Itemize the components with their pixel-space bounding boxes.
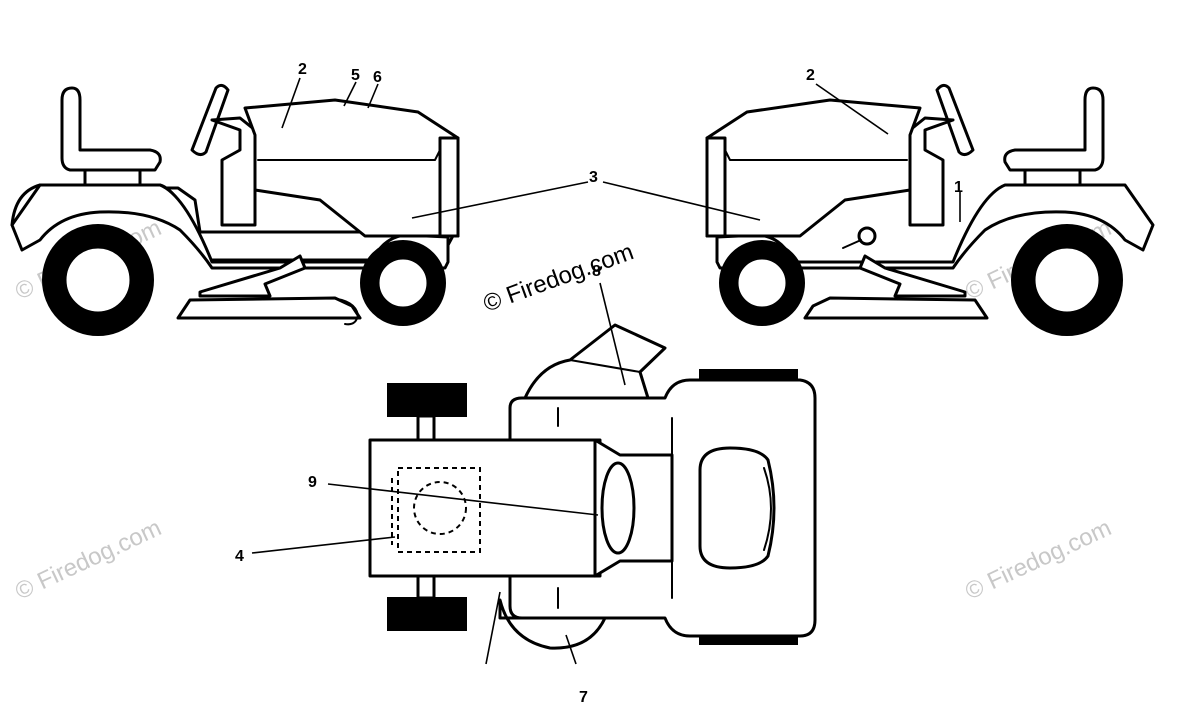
left-deck-chute [329,297,359,326]
right-front-hub [735,256,789,310]
callout-5: 5 [351,67,360,84]
left-seat [60,86,162,172]
watermark-left-low: © Firedog.com [11,514,165,605]
leader-7a [485,591,501,665]
right-tractor-chassis [715,183,1155,270]
top-seat [698,446,776,570]
right-side-tractor [705,83,1155,336]
leader-lines [251,77,961,665]
top-front-axle-lower [416,574,436,600]
left-steering-wheel [190,83,230,157]
callout-2-left: 2 [298,61,307,78]
left-side-tractor [10,83,460,336]
callout-4: 4 [235,548,244,565]
right-steering-column [908,116,955,227]
leader-9 [327,483,599,516]
top-hood [368,438,602,578]
left-grille [438,136,460,238]
right-seat-base [1023,168,1082,187]
top-chute-edge [569,359,641,373]
right-seat [1003,86,1105,172]
top-engine-air-filter [413,481,467,535]
left-hood [243,98,460,238]
top-engine-outline [397,467,481,553]
right-lift-lever-knob [857,226,877,246]
leader-4 [251,536,396,554]
top-discharge-chute [523,323,667,400]
callout-3: 3 [589,169,598,186]
top-view-tractor [368,323,817,650]
leader-2-left [281,77,301,129]
left-rear-hub [63,245,133,315]
left-front-hub [376,256,430,310]
left-mower-deck [176,296,362,320]
right-hood [705,98,922,238]
right-footrest [858,254,967,298]
callout-numbers: 2 5 6 2 3 1 8 9 4 7 [235,61,963,706]
leader-7b [565,634,577,665]
left-seat-base [83,168,142,187]
watermark-right-low: © Firedog.com [961,514,1115,605]
right-grille [705,136,727,238]
right-lift-lever [842,239,862,249]
top-steering-wheel [600,461,636,555]
top-deck-lower [498,598,607,650]
leader-3-left [411,181,589,219]
top-seat-backrest [763,467,772,551]
right-rear-hub [1032,245,1102,315]
callout-7: 7 [579,689,588,706]
callout-2-right: 2 [806,67,815,84]
right-steering-wheel [935,83,975,157]
leader-3-right [602,181,761,221]
top-front-wheel-upper [387,383,467,417]
callout-6: 6 [373,69,382,86]
left-tractor-chassis [10,183,450,270]
callout-1: 1 [954,179,963,196]
top-front-axle-upper [416,414,436,442]
right-mower-deck [803,296,989,320]
leader-2-right [815,83,889,135]
callout-9: 9 [308,474,317,491]
top-front-wheel-lower [387,597,467,631]
leader-8 [599,282,626,386]
leader-5 [343,81,357,107]
leader-6 [367,83,379,109]
watermark-center-main: © Firedog.com [480,238,637,317]
left-footrest [198,254,307,298]
left-steering-column [210,116,257,227]
callout-8: 8 [592,263,601,280]
